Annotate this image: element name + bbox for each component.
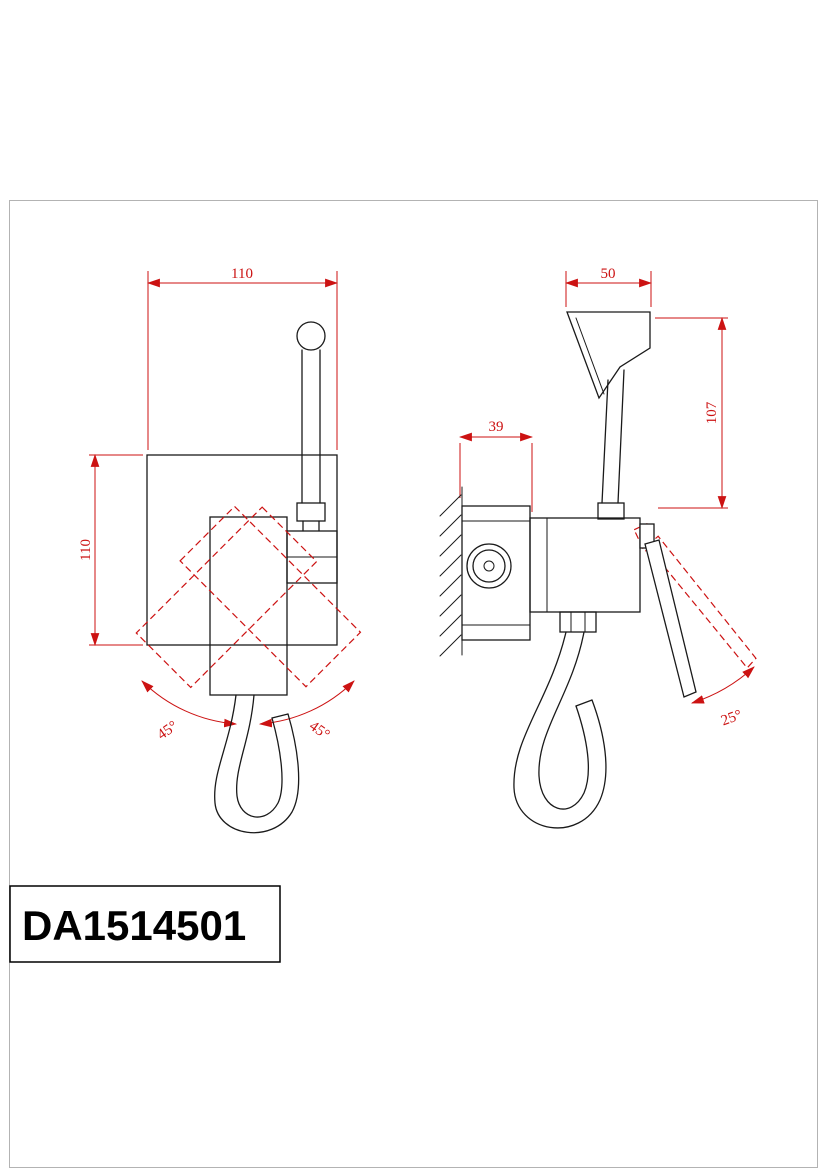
hose-inner-curve <box>538 631 589 810</box>
hatch-line <box>439 614 462 637</box>
hose-inner-curve <box>235 694 283 818</box>
swivel-range-dashed <box>135 505 362 689</box>
front-dim-width: 110 <box>146 266 339 450</box>
front-view: 110 110 <box>78 266 362 834</box>
hose-front <box>214 694 300 834</box>
wall-plate-side <box>461 505 531 641</box>
hatch-line <box>439 534 462 557</box>
side-view: 50 107 39 <box>439 266 757 829</box>
inlet-inner-circle <box>472 549 506 583</box>
spray-head-front <box>296 321 326 532</box>
hatch-line <box>439 554 462 577</box>
spray-handle-line <box>601 379 609 504</box>
tube-collar <box>296 502 326 522</box>
spray-handle-line <box>617 369 625 504</box>
angle-label-right: 45° <box>306 718 332 743</box>
valve-body-rect <box>209 516 288 696</box>
spray-head-side <box>566 311 651 520</box>
inlet-outer-circle <box>466 543 512 589</box>
side-dim-depth: 39 <box>458 419 534 512</box>
swivel-outline-left <box>179 505 362 688</box>
dimension-label: 39 <box>489 419 504 435</box>
spray-nozzle-circle <box>296 321 326 351</box>
dimension-label: 110 <box>78 539 94 561</box>
angle-label-left: 45° <box>155 718 181 743</box>
hose-nut <box>559 611 597 633</box>
hose-side <box>513 631 607 829</box>
hatch-line <box>439 574 462 597</box>
spray-head-outline <box>566 311 651 400</box>
handle-lever <box>644 539 697 698</box>
tube-collar <box>597 502 625 520</box>
hatch-line <box>439 494 462 517</box>
front-dim-height: 110 <box>78 453 143 647</box>
swivel-outline-right <box>135 506 318 689</box>
title-block: DA1514501 <box>9 885 281 963</box>
angle-arc <box>690 666 755 704</box>
plate-section-rect <box>461 505 531 641</box>
spray-face-line <box>575 317 605 395</box>
angle-arc-left <box>141 680 238 728</box>
angle-arc-right <box>258 680 355 728</box>
inlet-center-circle <box>483 560 495 572</box>
hose-outer-curve <box>513 631 607 829</box>
hatch-line <box>439 634 462 657</box>
side-dim-width: 50 <box>564 266 653 307</box>
dimension-label: 110 <box>231 266 253 282</box>
model-number-box <box>9 885 281 963</box>
dimension-label: 50 <box>601 266 616 282</box>
hatch-line <box>439 514 462 537</box>
valve-body-front <box>209 516 338 696</box>
hose-outer-curve <box>214 694 300 834</box>
wall-section <box>439 486 463 657</box>
wall-plate-front <box>146 454 338 646</box>
hatch-line <box>439 594 462 617</box>
side-dim-height: 107 <box>655 316 728 510</box>
angle-label: 25° <box>719 707 744 729</box>
hose-end-cap <box>271 713 289 719</box>
handle-angle-arc: 25° <box>690 666 755 729</box>
hose-end-cap <box>575 699 593 707</box>
sheet-border <box>9 200 818 1168</box>
model-number: DA1514501 <box>22 902 246 949</box>
valve-body-side <box>529 517 641 633</box>
handle-lever-dashed <box>646 535 757 669</box>
dimension-label: 107 <box>704 401 720 424</box>
handle-solid <box>639 523 697 698</box>
